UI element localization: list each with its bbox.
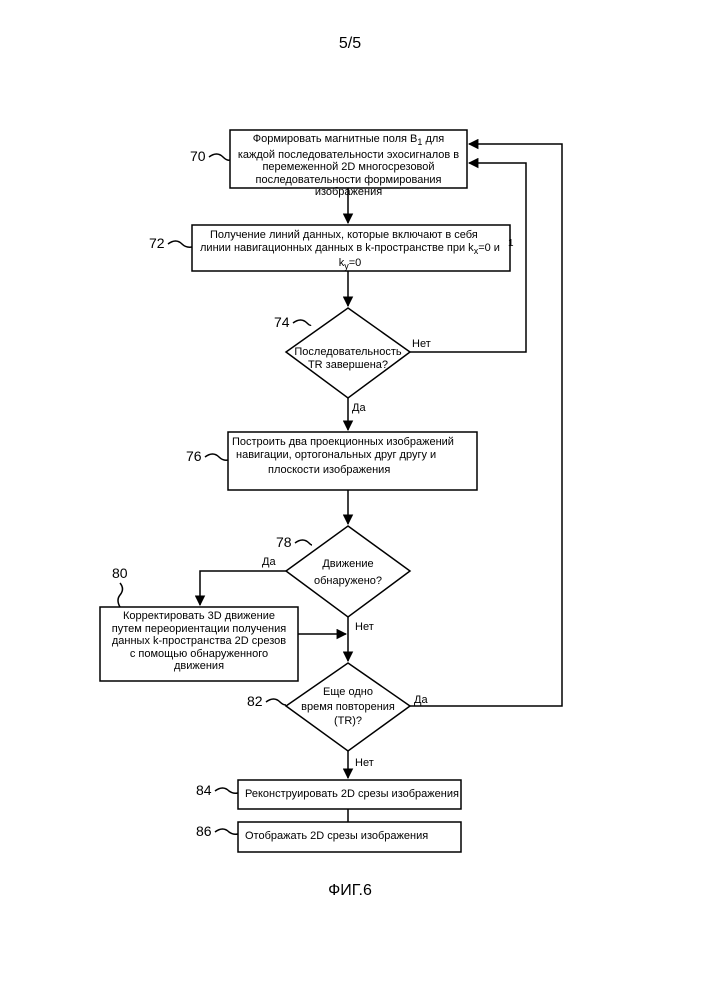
ref-70: 70 (190, 148, 206, 164)
ref-76: 76 (186, 448, 202, 464)
ref-82: 82 (247, 693, 263, 709)
label-78-no: Нет (355, 621, 374, 634)
ref-74: 74 (274, 314, 290, 330)
ref-72: 72 (149, 235, 165, 251)
leader-84 (215, 788, 238, 793)
leader-82 (266, 699, 286, 705)
box-70-text: Формировать магнитные поля B1 для каждой… (230, 133, 467, 199)
box-86-text: Отображать 2D срезы изображения (245, 830, 460, 843)
box-72-mark: 1 (508, 238, 514, 251)
box-80-text: Корректировать 3D движение путем переори… (100, 610, 298, 673)
leader-70 (209, 154, 230, 160)
leader-74 (293, 320, 311, 325)
ref-84: 84 (196, 782, 212, 798)
box-76-text: Построить два проекционных изображений н… (232, 436, 476, 477)
leader-78 (295, 540, 312, 545)
diamond-82-text: Еще одно время повторения (TR)? (286, 686, 410, 728)
leader-72 (168, 241, 192, 247)
label-78-yes: Да (262, 556, 276, 569)
box-72-text: Получение линий данных, которые включают… (200, 229, 500, 273)
leader-76 (205, 454, 228, 460)
box-84-text: Реконструировать 2D срезы изображения (245, 788, 460, 801)
leader-80 (118, 583, 123, 607)
label-82-yes: Да (414, 694, 428, 707)
diamond-78-text: Движение обнаружено? (286, 558, 410, 587)
diamond-74-text: Последовательность TR завершена? (286, 346, 410, 371)
ref-86: 86 (196, 823, 212, 839)
label-74-yes: Да (352, 402, 366, 415)
label-74-no: Нет (412, 338, 431, 351)
ref-78: 78 (276, 534, 292, 550)
ref-80: 80 (112, 565, 128, 581)
leader-86 (215, 829, 238, 834)
label-82-no: Нет (355, 757, 374, 770)
